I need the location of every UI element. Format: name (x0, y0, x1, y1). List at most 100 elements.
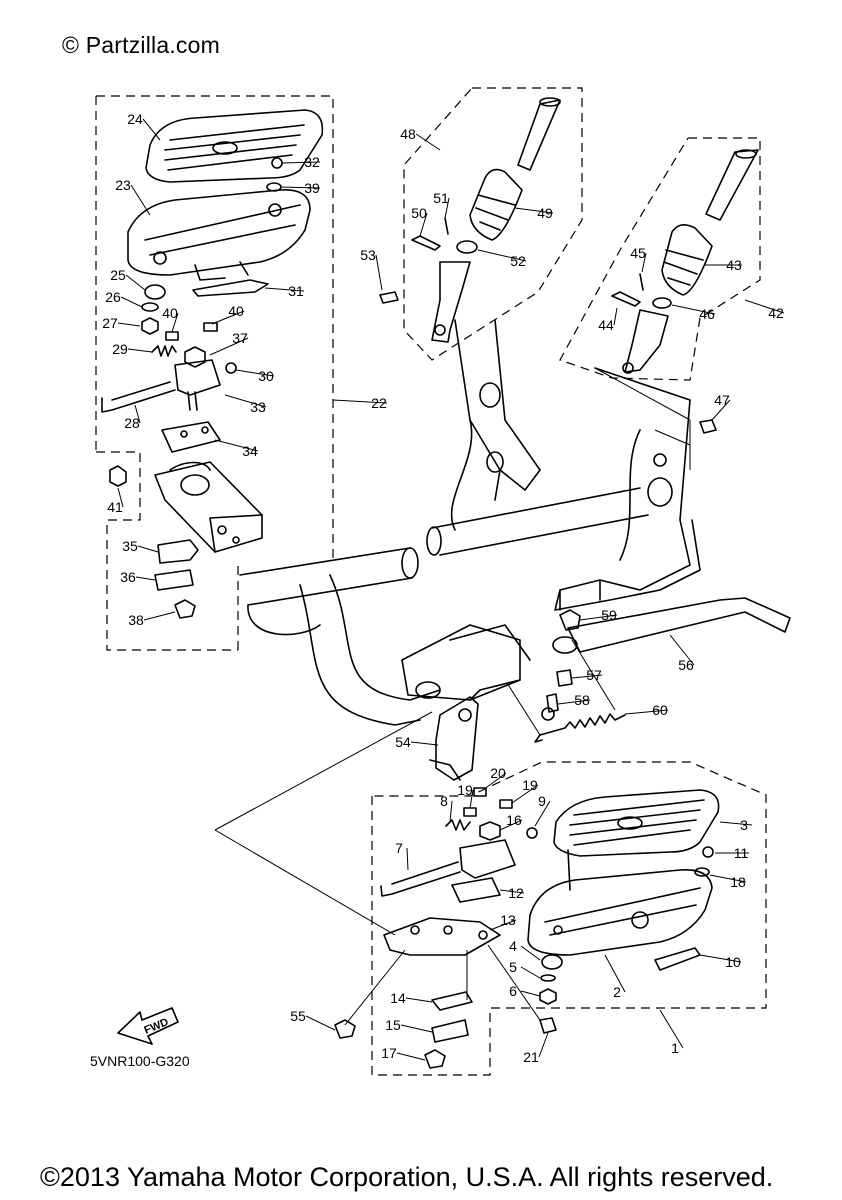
callout-45: 45 (630, 245, 647, 273)
callout-number: 50 (411, 205, 427, 221)
callout-leader (669, 634, 695, 666)
callout-leader (719, 821, 753, 826)
callout-leader (264, 287, 305, 292)
assembly-boxes (95, 87, 767, 1076)
callout-53: 53 (360, 247, 383, 291)
callout-48: 48 (400, 126, 441, 151)
callout-22: 22 (332, 395, 388, 411)
callout-number: 54 (395, 734, 411, 750)
callout-leader (279, 186, 321, 189)
callout-54: 54 (395, 734, 439, 750)
callout-number: 49 (537, 205, 553, 221)
callout-leader (142, 118, 161, 141)
callout-number: 3 (740, 817, 748, 833)
callout-leader (211, 310, 245, 325)
callout-leader (538, 1032, 549, 1058)
callout-number: 57 (586, 667, 602, 683)
callout-43: 43 (705, 257, 742, 273)
watermark: © Partzilla.com (62, 32, 220, 58)
callout-leader (520, 966, 541, 979)
callout-number: 9 (538, 793, 546, 809)
callout-leader (604, 954, 626, 993)
callout-leader (143, 611, 176, 621)
callout-39: 39 (279, 180, 321, 196)
callout-27: 27 (102, 315, 141, 331)
callout-34: 34 (214, 439, 259, 459)
callout-number: 7 (395, 840, 403, 856)
callout-leader (613, 307, 618, 326)
callout-number: 25 (110, 267, 126, 283)
callout-number: 6 (509, 983, 517, 999)
callout-number: 13 (500, 912, 516, 928)
callout-number: 5 (509, 959, 517, 975)
callout-leader (449, 800, 453, 823)
callout-4: 4 (509, 938, 541, 961)
callout-number: 20 (490, 765, 506, 781)
callout-number: 19 (457, 782, 473, 798)
callout-leader (514, 207, 554, 214)
callout-46: 46 (671, 304, 716, 322)
callout-6: 6 (509, 983, 541, 999)
callout-50: 50 (411, 205, 428, 237)
callout-number: 14 (390, 990, 406, 1006)
callout-leader (744, 299, 785, 314)
callout-leader (557, 699, 591, 705)
callout-leader (571, 674, 603, 679)
callout-number: 30 (258, 368, 274, 384)
callout-47: 47 (711, 392, 731, 421)
callout-number: 46 (699, 306, 715, 322)
callout-number: 29 (112, 341, 128, 357)
callout-36: 36 (120, 569, 156, 585)
callout-number: 2 (613, 984, 621, 1000)
copyright-footer: ©2013 Yamaha Motor Corporation, U.S.A. A… (40, 1162, 774, 1192)
callout-8: 8 (440, 793, 453, 823)
callout-2: 2 (604, 954, 626, 1000)
callout-leader (405, 997, 433, 1003)
callout-leader (444, 197, 450, 219)
callout-25: 25 (110, 267, 146, 291)
callout-leader (127, 348, 153, 353)
left-footboard-parts (101, 109, 324, 619)
callout-leader (579, 614, 618, 621)
callout-leader (477, 249, 527, 262)
callout-leader (375, 254, 383, 291)
callout-number: 18 (730, 874, 746, 890)
callout-number: 8 (440, 793, 448, 809)
fwd-label: FWD (143, 1016, 171, 1037)
callout-leader (137, 545, 159, 553)
callout-40: 40 (211, 303, 245, 325)
callout-60: 60 (624, 702, 669, 718)
callout-leader (125, 274, 146, 291)
callout-number: 48 (400, 126, 416, 142)
callout-leader (235, 369, 275, 377)
callout-number: 53 (360, 247, 376, 263)
callout-leader (489, 919, 517, 931)
callout-leader (171, 312, 179, 333)
right-footboard-parts (334, 787, 720, 1069)
callout-number: 1 (671, 1040, 679, 1056)
callout-leader (214, 439, 259, 452)
callout-19: 19 (511, 777, 539, 804)
callout-38: 38 (128, 611, 176, 628)
callout-9: 9 (534, 793, 551, 827)
callout-12: 12 (499, 885, 525, 901)
callout-number: 59 (601, 607, 617, 623)
callout-number: 16 (506, 812, 522, 828)
callout-5: 5 (509, 959, 541, 979)
callout-leader (400, 1024, 433, 1033)
callout-leader (499, 889, 525, 894)
bracket-54 (429, 696, 479, 781)
callout-23: 23 (115, 177, 151, 216)
callout-leader (624, 709, 669, 715)
callout-number: 12 (508, 885, 524, 901)
callout-49: 49 (514, 205, 554, 221)
callout-40: 40 (162, 305, 179, 333)
callout-number: 40 (228, 303, 244, 319)
callout-number: 45 (630, 245, 646, 261)
callout-leader (415, 133, 441, 151)
callout-leader (135, 576, 156, 581)
callout-11: 11 (715, 845, 749, 861)
callout-24: 24 (127, 111, 161, 141)
callout-33: 33 (224, 394, 267, 415)
